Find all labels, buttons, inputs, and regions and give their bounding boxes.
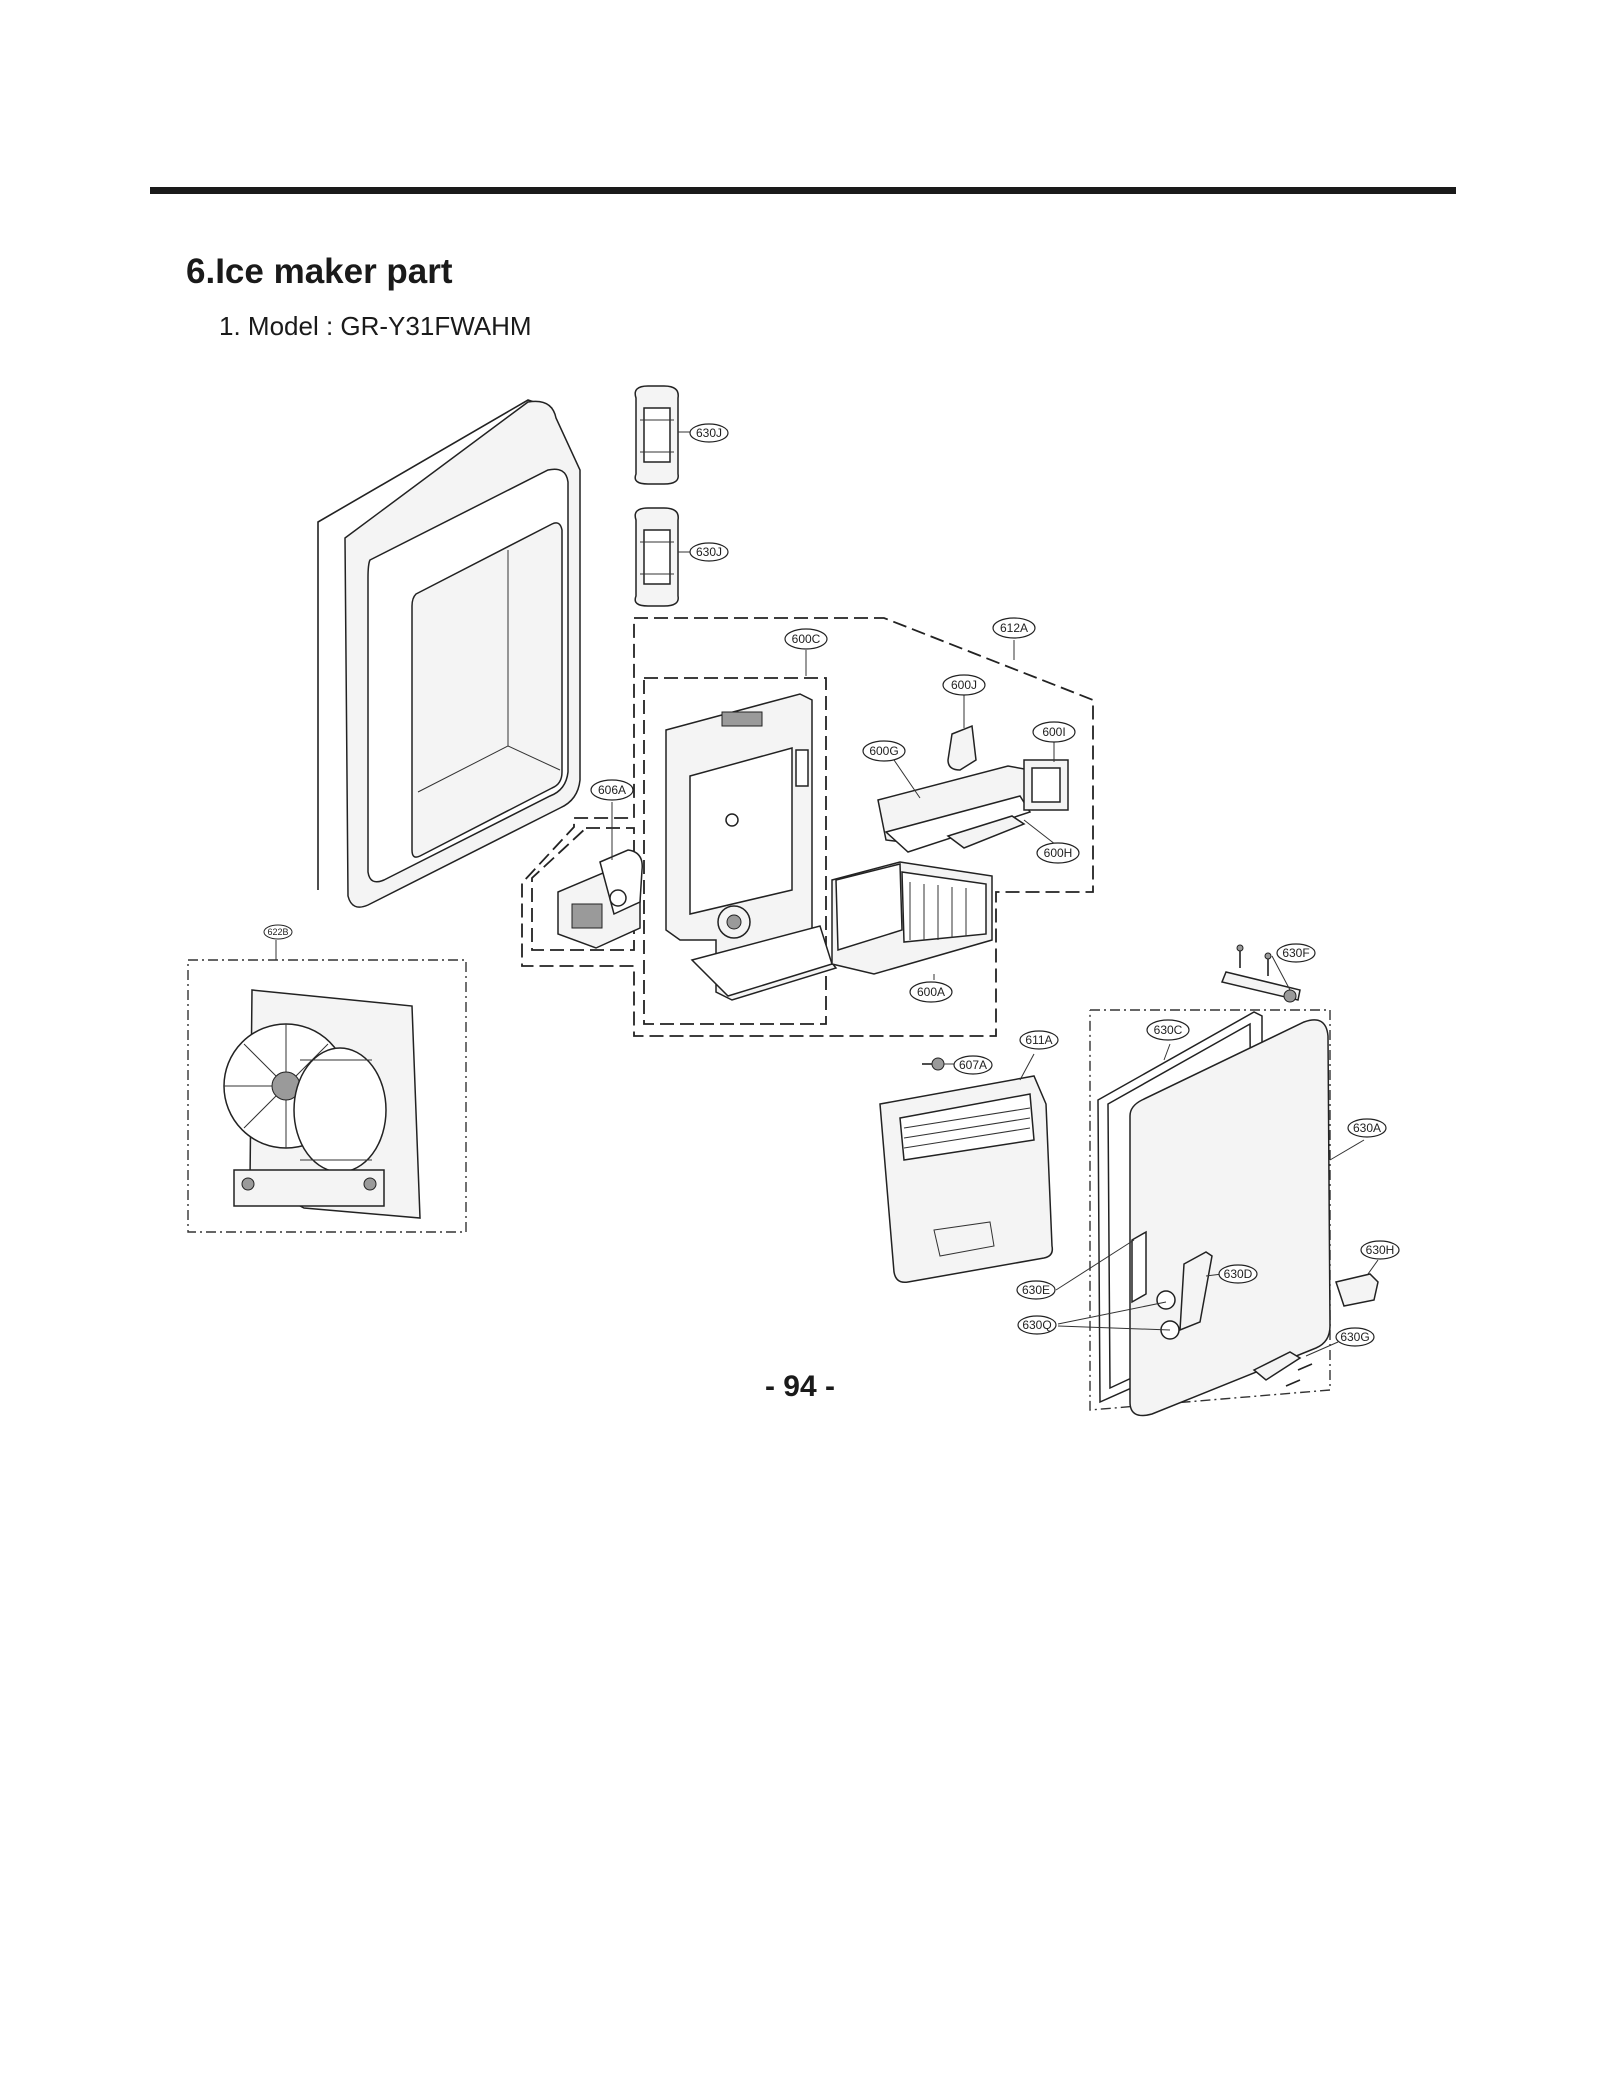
top-rule xyxy=(150,187,1456,194)
callout-600I: 600I xyxy=(1032,721,1076,743)
screw-607A xyxy=(922,1057,945,1071)
callout-630F: 630F xyxy=(1276,943,1316,963)
callout-606A: 606A xyxy=(590,779,634,801)
gasket-630J-mid xyxy=(634,507,679,607)
motor-606A xyxy=(557,849,643,949)
callout-630D-label: 630D xyxy=(1224,1267,1253,1281)
callout-630C: 630C xyxy=(1146,1019,1190,1041)
callout-607A-label: 607A xyxy=(959,1058,987,1072)
callout-612A: 612A xyxy=(992,617,1036,639)
callout-630A-label: 630A xyxy=(1353,1121,1381,1135)
hinge-630F xyxy=(1220,944,1301,1003)
callout-600J-label: 600J xyxy=(951,678,977,692)
duct-cover-611A xyxy=(879,1075,1054,1284)
callout-600G-label: 600G xyxy=(869,744,898,758)
callout-630F-label: 630F xyxy=(1282,946,1309,960)
cover-600G xyxy=(877,765,1032,853)
page-number: - 94 - xyxy=(764,1370,836,1403)
callout-630A: 630A xyxy=(1347,1118,1387,1138)
callout-607A: 607A xyxy=(953,1055,993,1075)
callout-630D: 630D xyxy=(1218,1264,1258,1284)
callout-611A-label: 611A xyxy=(1025,1033,1052,1047)
boundary-622B xyxy=(187,959,467,1233)
heater-600H xyxy=(946,815,1026,849)
callout-612A-label: 612A xyxy=(1000,621,1028,635)
callout-630C-label: 630C xyxy=(1154,1023,1183,1037)
handle-630D xyxy=(1156,1251,1213,1340)
callout-600H-label: 600H xyxy=(1044,846,1073,860)
callout-630Q-label: 630Q xyxy=(1022,1318,1051,1332)
bracket-600J xyxy=(947,724,977,771)
section-title: 6.Ice maker part xyxy=(186,252,453,291)
callout-600C: 600C xyxy=(784,628,828,650)
callout-606A-label: 606A xyxy=(598,783,626,797)
callout-600H: 600H xyxy=(1036,842,1080,864)
boundary-606A xyxy=(531,827,635,951)
gasket-630J-top xyxy=(634,385,679,485)
callout-630E-label: 630E xyxy=(1022,1283,1050,1297)
callout-630H-label: 630H xyxy=(1366,1243,1395,1257)
callout-630J-mid: 630J xyxy=(689,542,729,562)
callout-600I-label: 600I xyxy=(1042,725,1065,739)
callout-630H: 630H xyxy=(1360,1240,1400,1260)
callout-600G: 600G xyxy=(862,740,906,762)
callout-630G-label: 630G xyxy=(1340,1330,1369,1344)
door-630A xyxy=(1129,1019,1331,1417)
boundary-600C xyxy=(643,677,827,1025)
callout-600C-label: 600C xyxy=(792,632,821,646)
callout-611A: 611A xyxy=(1019,1030,1059,1050)
callout-630G: 630G xyxy=(1335,1327,1375,1347)
callout-630Q: 630Q xyxy=(1017,1315,1057,1335)
callout-600A-label: 600A xyxy=(917,985,945,999)
housing-600C xyxy=(665,693,838,1001)
evaporator-622B xyxy=(223,989,421,1219)
callout-622B: 622B xyxy=(263,924,293,940)
callout-600J: 600J xyxy=(942,674,986,696)
callout-630E: 630E xyxy=(1016,1280,1056,1300)
door-liner xyxy=(317,399,581,908)
bracket-630H xyxy=(1335,1273,1379,1307)
icemaker-600A xyxy=(831,861,993,975)
callout-622B-label: 622B xyxy=(267,927,288,937)
bracket-630G xyxy=(1252,1351,1313,1387)
callout-630J-mid-label: 630J xyxy=(696,545,722,559)
callout-630J-top: 630J xyxy=(689,423,729,443)
gasket-600I xyxy=(1023,759,1069,811)
boundary-612A xyxy=(521,617,1094,1037)
model-line: 1. Model : GR-Y31FWAHM xyxy=(219,311,532,341)
callout-630J-top-label: 630J xyxy=(696,426,722,440)
boundary-630A xyxy=(1089,1009,1331,1411)
callout-600A: 600A xyxy=(909,981,953,1003)
